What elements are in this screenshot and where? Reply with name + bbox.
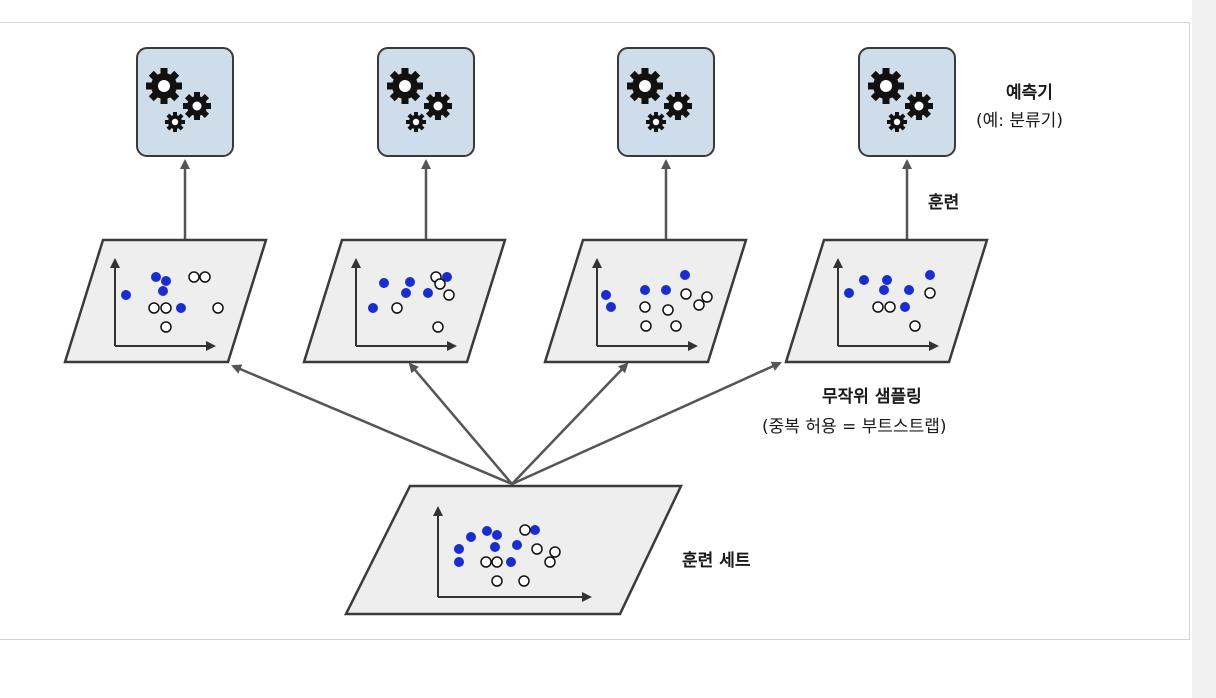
training-set-label: 훈련 세트 [682, 551, 751, 571]
predictor-3 [617, 47, 715, 157]
sampling-arrow-1 [231, 364, 513, 486]
sampling-arrow-4 [511, 361, 782, 486]
subset-panel-2 [302, 238, 507, 364]
predictor-2 [377, 47, 475, 157]
predictor-example: (예: 분류기) [976, 111, 1063, 131]
data-points [844, 270, 936, 332]
predictor-1 [136, 47, 234, 157]
bootstrap-note: (중복 허용 = 부트스트랩) [762, 417, 947, 437]
predictor-title: 예측기 [1006, 83, 1053, 103]
data-points [454, 524, 561, 587]
subset-panel-3 [543, 238, 748, 364]
training-label: 훈련 [928, 193, 960, 213]
data-points [601, 270, 713, 332]
random-sampling-label: 무작위 샘플링 [822, 387, 922, 407]
scrollbar[interactable] [1192, 0, 1216, 698]
data-points [368, 271, 455, 333]
subset-panel-4 [784, 238, 989, 364]
sampling-arrow-3 [511, 362, 629, 485]
data-points [121, 271, 224, 333]
training-set-panel [343, 484, 683, 616]
predictor-4 [858, 47, 956, 157]
sampling-arrow-2 [408, 362, 513, 485]
subset-panel-1 [63, 238, 268, 364]
